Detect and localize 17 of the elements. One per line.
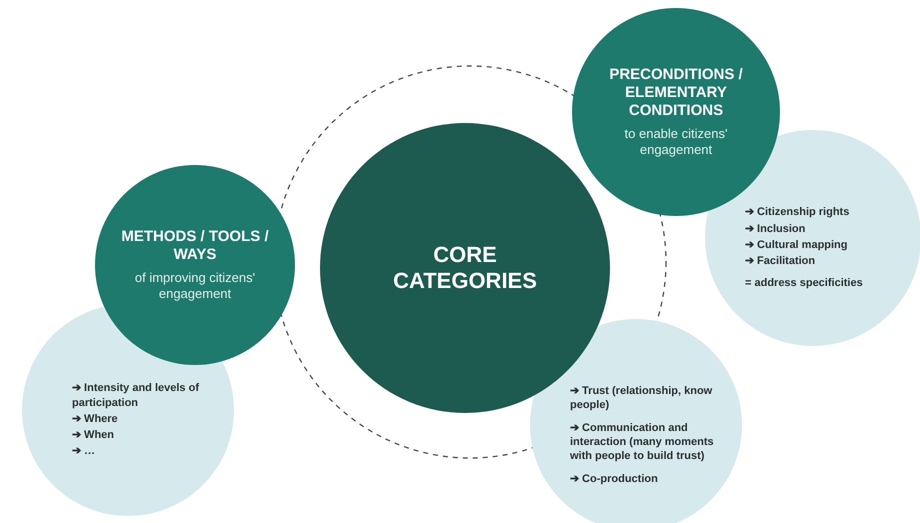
core-title: CORE CATEGORIES bbox=[392, 242, 538, 294]
list-item: = address specificities bbox=[745, 276, 863, 291]
list-item: ➔ Where bbox=[72, 412, 118, 426]
list-item: ➔ Communication and interaction (many moments with people to build trust) bbox=[570, 420, 715, 464]
list-item: ➔ Trust (relationship, know people) bbox=[570, 384, 714, 413]
list-item: ➔ Facilitation bbox=[745, 254, 816, 268]
list-item: ➔ Cultural mapping bbox=[745, 238, 848, 252]
list-item: ➔ Citizenship rights bbox=[745, 205, 850, 220]
circle-subtitle: to enable citizens' engagement bbox=[624, 126, 728, 158]
list-item: ➔ … bbox=[72, 444, 96, 459]
list-item: ➔ Intensity and levels of participation bbox=[72, 381, 200, 410]
list-item: ➔ When bbox=[72, 428, 114, 442]
list-item: ➔ Co-production bbox=[570, 472, 658, 486]
circle-heading: PRECONDITIONS / ELEMENTARY CONDITIONS bbox=[608, 66, 744, 120]
circle-heading: METHODS / TOOLS / WAYS bbox=[120, 228, 270, 264]
list-item: ➔ Inclusion bbox=[745, 222, 806, 236]
circle-subtitle: of improving citizens' engagement bbox=[134, 270, 256, 302]
